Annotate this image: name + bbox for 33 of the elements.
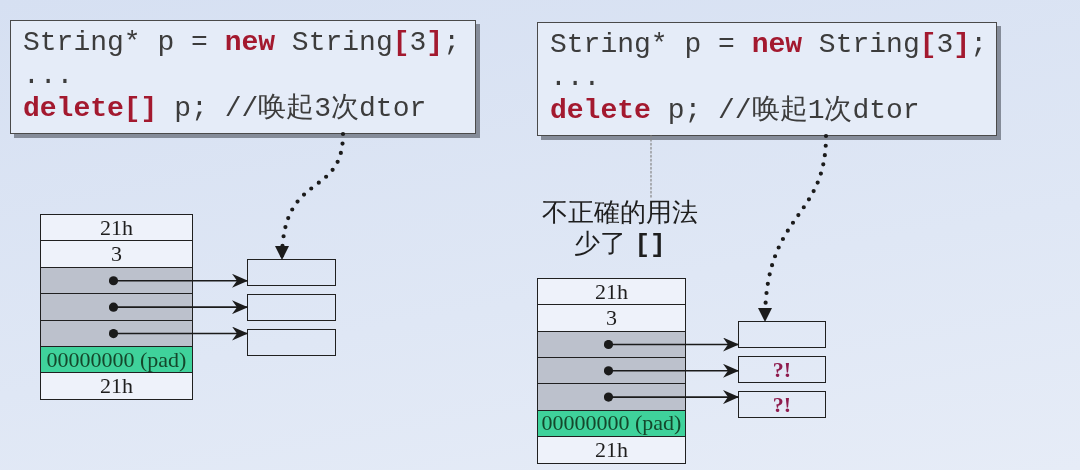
leader-line bbox=[650, 135, 652, 198]
object-box: ?! bbox=[738, 391, 826, 418]
memory-cell: 00000000 (pad) bbox=[40, 346, 193, 374]
object-box bbox=[247, 294, 336, 321]
pointer-arrow bbox=[108, 273, 248, 288]
memory-cell bbox=[40, 293, 193, 322]
memory-cell: 21h bbox=[537, 435, 686, 464]
pointer-arrow bbox=[603, 390, 739, 405]
code-line: delete[] p; //唤起3次dtor bbox=[23, 92, 427, 125]
dotted-arrow bbox=[275, 131, 346, 262]
memory-cell: 21h bbox=[40, 372, 193, 401]
code-line: String* p = new String[3]; bbox=[550, 28, 987, 61]
note-text: 不正確的用法 bbox=[542, 197, 698, 228]
pointer-arrow bbox=[108, 326, 248, 341]
memory-cell: 3 bbox=[537, 304, 686, 333]
memory-cell: 00000000 (pad) bbox=[537, 409, 686, 438]
code-line: String* p = new String[3]; bbox=[23, 26, 460, 59]
note-text: 少了 [] bbox=[574, 228, 666, 261]
pointer-arrow bbox=[108, 300, 248, 315]
memory-cell: 21h bbox=[537, 278, 686, 306]
object-box: ?! bbox=[738, 356, 826, 383]
object-box bbox=[247, 329, 336, 356]
dotted-arrow bbox=[758, 133, 829, 324]
code-line: ... bbox=[23, 59, 74, 92]
memory-cell bbox=[537, 383, 686, 411]
object-box bbox=[247, 259, 336, 286]
code-line: ... bbox=[550, 61, 601, 94]
memory-cell: 3 bbox=[40, 240, 193, 269]
pointer-arrow bbox=[603, 337, 739, 352]
code-line: delete p; //唤起1次dtor bbox=[550, 94, 920, 127]
pointer-arrow bbox=[603, 363, 739, 378]
memory-cell: 21h bbox=[40, 214, 193, 242]
object-box bbox=[738, 321, 826, 348]
